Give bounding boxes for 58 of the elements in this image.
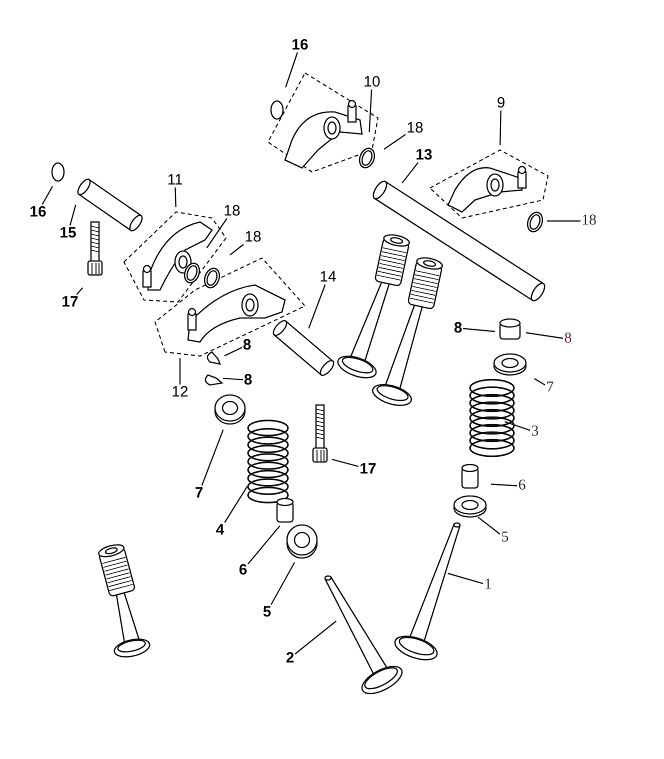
- callout-number: 7: [194, 486, 204, 500]
- callout-number: 11: [166, 172, 184, 188]
- leader-line: [332, 458, 359, 468]
- leader-line: [224, 346, 242, 356]
- leader-line: [270, 562, 296, 605]
- leader-line: [526, 332, 564, 339]
- leader-line: [206, 218, 228, 248]
- callout-number: 14: [318, 270, 338, 284]
- leader-line: [224, 486, 248, 523]
- leader-line: [500, 110, 502, 146]
- leader-line: [547, 220, 580, 222]
- leader-line: [230, 244, 244, 256]
- leader-line: [294, 620, 336, 654]
- callout-number: 17: [60, 294, 80, 310]
- callout-number: 10: [362, 74, 382, 90]
- leader-line: [384, 134, 406, 150]
- callout-number: 18: [406, 120, 424, 136]
- callout-number: 16: [28, 204, 48, 220]
- leader-line: [368, 89, 372, 132]
- leader-line: [462, 328, 496, 332]
- leader-line: [478, 516, 500, 535]
- callout-number: 8: [242, 338, 252, 352]
- leader-line: [42, 186, 54, 205]
- callout-number: 12: [170, 384, 190, 400]
- leader-line: [448, 572, 484, 584]
- callout-number: 15: [58, 226, 78, 240]
- callout-number: 6: [517, 478, 527, 494]
- callout-number: 4: [214, 522, 226, 538]
- callout-number: 18: [244, 230, 262, 244]
- leader-line: [174, 187, 176, 208]
- leader-line: [76, 287, 84, 295]
- callout-number: 5: [500, 530, 510, 546]
- leader-line: [69, 204, 76, 226]
- leader-line: [534, 378, 546, 386]
- leader-line: [201, 429, 224, 486]
- callout-number: 5: [262, 604, 272, 620]
- callout-number: 3: [530, 424, 540, 440]
- callout-number: 2: [284, 650, 296, 666]
- callout-number: 8: [242, 372, 254, 388]
- callout-number: 8: [563, 332, 573, 346]
- callout-number: 6: [238, 562, 248, 578]
- leader-line: [179, 358, 181, 384]
- callout-number: 13: [414, 148, 434, 162]
- leader-line: [248, 525, 280, 564]
- callout-number: 9: [496, 96, 506, 110]
- leader-line: [402, 162, 419, 184]
- callout-number: 17: [358, 462, 378, 476]
- callout-number: 16: [290, 38, 310, 52]
- leader-line: [222, 378, 244, 380]
- leader-line: [504, 421, 530, 431]
- callout-number: 7: [545, 380, 555, 396]
- callout-number: 18: [222, 204, 242, 218]
- leader-line: [308, 284, 326, 329]
- callout-number: 8: [452, 320, 464, 336]
- callout-number: 1: [483, 578, 493, 592]
- leader-line: [490, 484, 518, 486]
- leader-line: [285, 52, 298, 88]
- callout-number: 18: [580, 214, 598, 228]
